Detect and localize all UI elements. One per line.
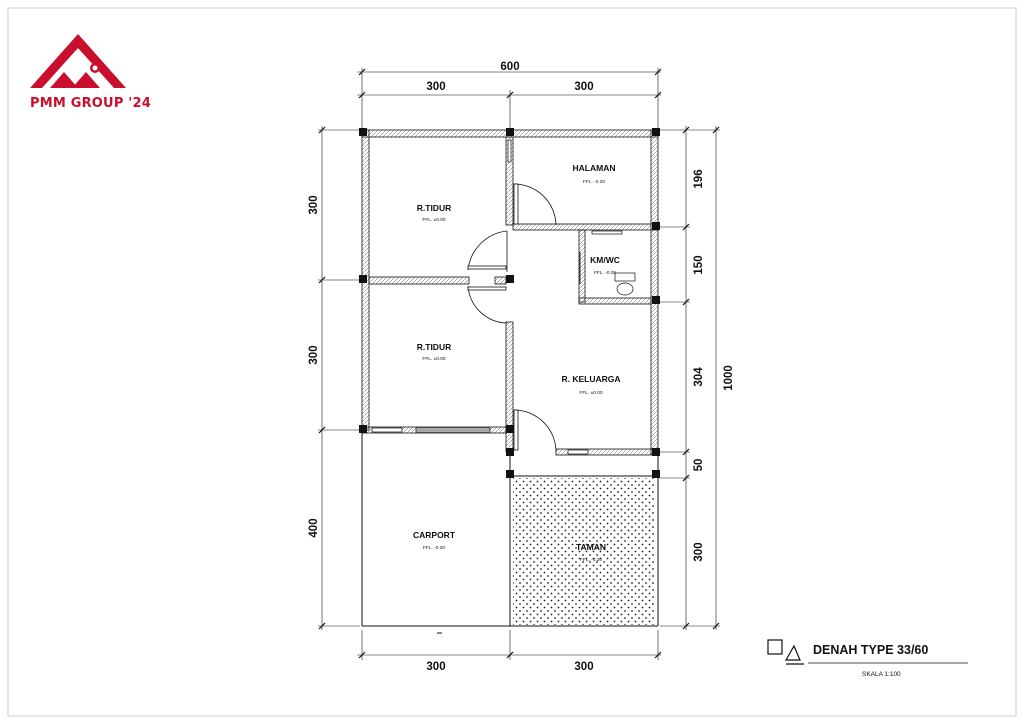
dim-right-4: 50 — [693, 459, 705, 472]
brand-name: PMM GROUP '24 — [30, 96, 151, 111]
toilet-icon — [614, 272, 636, 296]
dim-top-right: 300 — [574, 81, 593, 93]
room-name: TAMAN — [576, 542, 606, 552]
dim-bottom-left: 300 — [426, 661, 445, 673]
room-level: FFL. ±0.00 — [422, 217, 445, 223]
dim-right-2: 150 — [693, 255, 705, 274]
room-level: FFL. ±0.00 — [422, 356, 445, 362]
room-name: R.TIDUR — [417, 342, 451, 352]
doors — [467, 183, 581, 453]
room-name: R. KELUARGA — [561, 374, 620, 384]
dimension-lines — [318, 68, 720, 660]
dim-left-1: 300 — [308, 195, 320, 214]
dim-right-total: 1000 — [723, 365, 735, 391]
room-level: FFL. ±0.00 — [579, 390, 602, 396]
room-name: R.TIDUR — [417, 203, 451, 213]
dim-bottom-right: 300 — [574, 661, 593, 673]
sheet-frame — [7, 7, 1017, 717]
pmm-logo-icon — [30, 34, 126, 88]
plan-scale: SKALA 1:100 — [862, 671, 901, 678]
room-level: FFL. -0.20 — [580, 557, 602, 563]
dim-left-2: 300 — [308, 345, 320, 364]
plan-title: DENAH TYPE 33/60 — [813, 643, 928, 657]
dim-top-total: 600 — [500, 61, 519, 73]
room-level: FFL. -0.20 — [423, 545, 445, 551]
dim-left-3: 400 — [308, 518, 320, 537]
dim-top-left: 300 — [426, 81, 445, 93]
dim-right-1: 196 — [693, 169, 705, 188]
site-outline — [361, 433, 659, 634]
room-level: FFL. -0.05 — [594, 270, 616, 276]
dim-right-3: 304 — [693, 367, 705, 387]
walls — [361, 129, 659, 456]
room-name: CARPORT — [413, 530, 456, 540]
windows — [371, 139, 623, 455]
garden-area — [513, 478, 655, 625]
room-name: KM/WC — [590, 255, 620, 265]
room-level: FFL. -0.20 — [583, 179, 605, 185]
dim-right-5: 300 — [693, 542, 705, 561]
title-block-symbol-icon — [767, 639, 804, 665]
room-name: HALAMAN — [573, 163, 616, 173]
dimension-ticks — [318, 68, 720, 659]
